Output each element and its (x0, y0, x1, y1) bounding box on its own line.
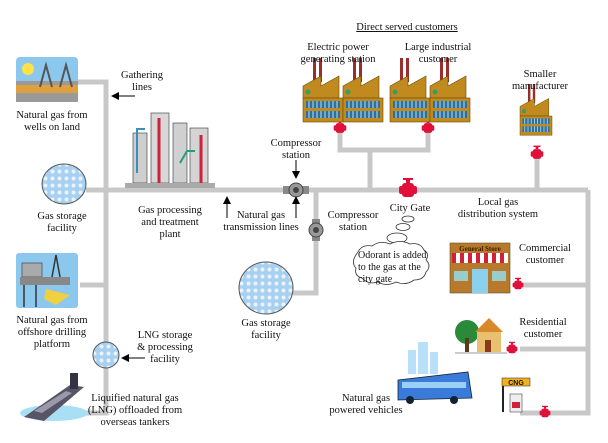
land-well-icon (16, 57, 78, 102)
city-gate-valve-icon (399, 178, 417, 197)
electric-station-factory-icon (302, 57, 384, 123)
gathering-pipe (78, 79, 109, 416)
smaller-valve-icon (530, 145, 544, 159)
lng-storage-tank (92, 341, 120, 369)
store-sign: General Store (459, 245, 501, 253)
cng-station-icon (501, 377, 531, 413)
offshore-platform-icon (16, 253, 78, 308)
cng-sign: CNG (508, 380, 524, 387)
residential-house-icon (455, 318, 507, 354)
residential-valve-icon (506, 341, 518, 354)
arrows (111, 92, 300, 362)
processing-plant-icon (125, 112, 215, 188)
label-lng-tankers: Liquified natural gas(LNG) offloaded fro… (87, 393, 183, 428)
storage-tank-left (41, 163, 87, 205)
odorant-thought-cloud (353, 215, 430, 285)
bus-icon (397, 342, 473, 404)
compressor-mid-icon (308, 219, 324, 241)
general-store-icon (449, 242, 511, 294)
industrial-factory-icon (389, 57, 471, 123)
lng-tanker-icon (20, 373, 88, 421)
electric-feed-pipe (337, 125, 431, 153)
compressor-top-icon (283, 182, 309, 198)
storage-tank-mid (238, 261, 294, 315)
direct-served-customers-heading: Direct served customers (356, 22, 458, 33)
label-city-gate: City Gate (389, 203, 431, 214)
